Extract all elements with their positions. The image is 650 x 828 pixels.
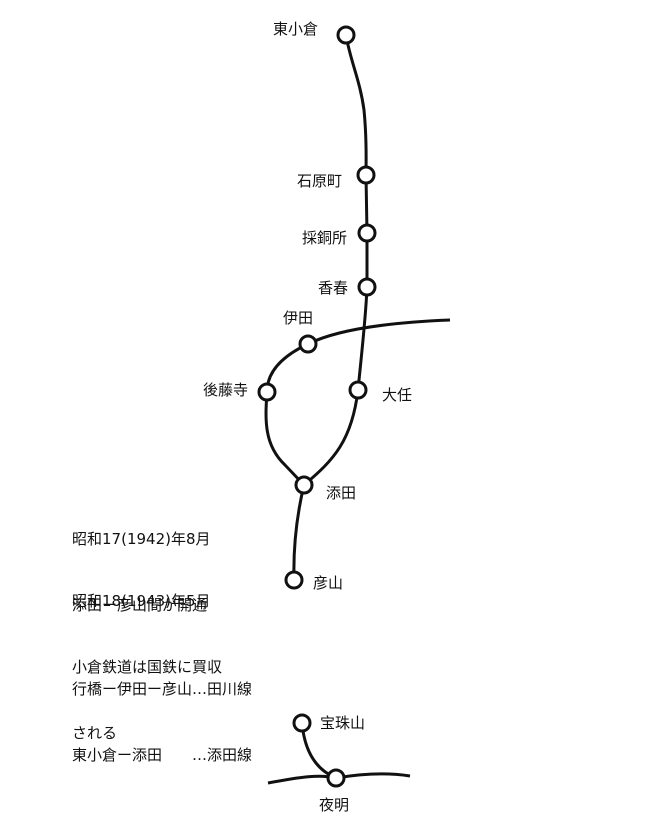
soeda-line-track [303, 34, 369, 487]
station-oto [348, 380, 368, 400]
line-names-note: 行橋ー伊田ー彦山…田川線 東小倉ー添田 …添田線 [72, 634, 252, 788]
label-higashi-kokura: 東小倉 [273, 20, 318, 38]
label-oto: 大任 [382, 386, 412, 404]
label-ishiharamachi: 石原町 [297, 172, 342, 190]
note-line: 添田ー彦山間が開通 [72, 596, 208, 614]
note-line: 小倉鉄道は国鉄に買収 [72, 658, 223, 676]
note-line: 東小倉ー添田 …添田線 [72, 746, 253, 764]
station-yoake [326, 768, 346, 788]
label-hikosan: 彦山 [313, 574, 343, 592]
station-kawara [357, 277, 377, 297]
soeda-hikosan-track [292, 484, 306, 581]
label-saidosho: 採銅所 [302, 229, 347, 247]
note-line: 昭和17(1942)年8月 [72, 530, 211, 548]
note-line: 行橋ー伊田ー彦山…田川線 [72, 680, 253, 698]
station-saidosho [357, 223, 377, 243]
label-gotoji: 後藤寺 [203, 381, 248, 399]
station-hikosan [284, 570, 304, 590]
label-soeda: 添田 [326, 484, 356, 502]
station-gotoji [257, 382, 277, 402]
station-ishiharamachi [356, 165, 376, 185]
station-hoshuyama [292, 713, 312, 733]
tagawa-line-track [264, 318, 451, 487]
label-hoshuyama: 宝珠山 [320, 714, 365, 732]
history-note-1942: 昭和17(1942)年8月 添田ー彦山間が開通 [72, 484, 211, 638]
note-line: される [72, 724, 118, 742]
label-ita: 伊田 [283, 309, 313, 327]
station-ita [298, 334, 318, 354]
label-kawara: 香春 [318, 279, 348, 297]
station-soeda [294, 475, 314, 495]
station-higashi-kokura [336, 25, 356, 45]
history-note-1943: 昭和18(1943)年5月 小倉鉄道は国鉄に買収 される [72, 546, 222, 766]
note-line: 昭和18(1943)年5月 [72, 592, 211, 610]
label-yoake: 夜明 [319, 796, 349, 814]
